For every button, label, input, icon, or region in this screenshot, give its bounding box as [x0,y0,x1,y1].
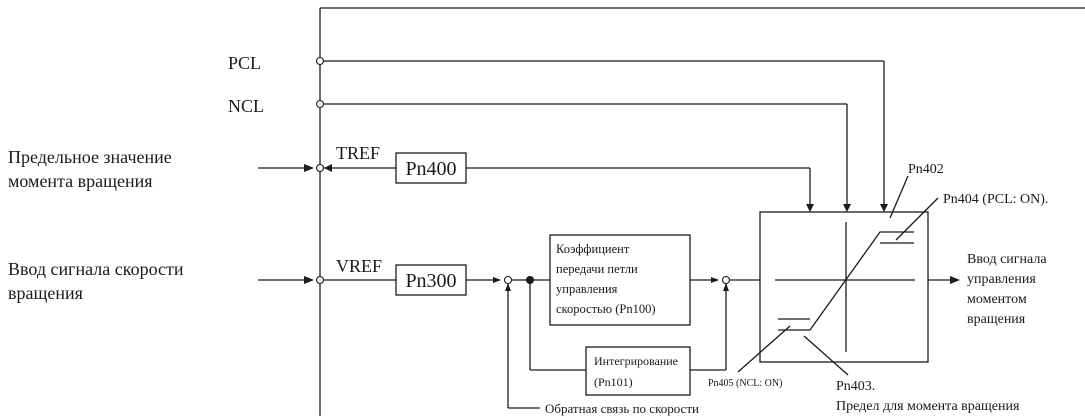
torque-limit-label-1: Предельное значение [8,147,172,167]
speed-ref-label-2: вращения [8,283,83,303]
limiter-curve [778,231,914,331]
vref-label: VREF [336,256,382,276]
feedback-label: Обратная связь по скорости [545,401,699,416]
summing-junction-2 [721,275,731,285]
torque-limit-label-2: момента вращения [8,171,153,191]
output-label-2: управления [967,272,1036,287]
speed-ref-label-1: Ввод сигнала скорости [8,259,184,279]
output-label-1: Ввод сигнала [967,252,1047,267]
pn404-label: Pn404 (PCL: ON). [943,192,1048,207]
pn400-label: Pn400 [405,158,456,180]
integ-label-2: (Pn101) [594,375,633,389]
gain-label-1: Коэффициент [556,242,630,256]
output-label-3: моментом [967,292,1027,307]
speed-ref-input-arrowhead [304,276,314,284]
output-arrowhead [950,276,960,284]
torque-limit-input-arrowhead [304,164,314,172]
pn400-block [395,152,467,184]
pn404-leader [895,197,939,241]
vref-junction [315,275,325,285]
pn403-label-1: Pn403. [836,379,875,394]
sum2-input-arrowhead [711,277,719,283]
pn403-label-2: Предел для момента вращения [836,399,1020,414]
speed-gain-block [549,234,691,326]
pcl-arrowhead [880,204,888,212]
torque-limiter-block [759,211,929,363]
tref-arrowhead [324,164,332,172]
pn400-arrowhead [806,204,814,212]
integ-label-1: Интегрирование [594,354,678,368]
gain-label-3: управления [556,282,618,296]
integ-arrowhead [723,283,729,291]
ncl-label: NCL [228,96,264,116]
pn402-leader [889,175,909,219]
gain-label-4: скоростью (Pn100) [556,302,656,316]
pn300-label: Pn300 [405,270,456,292]
summing-junction-1 [503,275,513,285]
feedback-arrowhead [505,283,511,291]
tref-label: TREF [336,143,380,163]
sum1-input-arrowhead [493,277,501,283]
gain-label-2: передачи петли [556,262,638,276]
ncl-junction [315,99,325,109]
pn403-leader [803,335,849,376]
tref-junction [315,163,325,173]
pcl-junction [315,56,325,66]
pn405-leader [737,325,791,373]
pn300-block [395,264,467,296]
output-label-4: вращения [967,312,1026,327]
pcl-label: PCL [228,53,261,73]
ncl-arrowhead [843,204,851,212]
pn402-label: Pn402 [908,162,944,177]
integrator-block [585,346,691,396]
pn405-label: Pn405 (NCL: ON) [708,378,782,389]
